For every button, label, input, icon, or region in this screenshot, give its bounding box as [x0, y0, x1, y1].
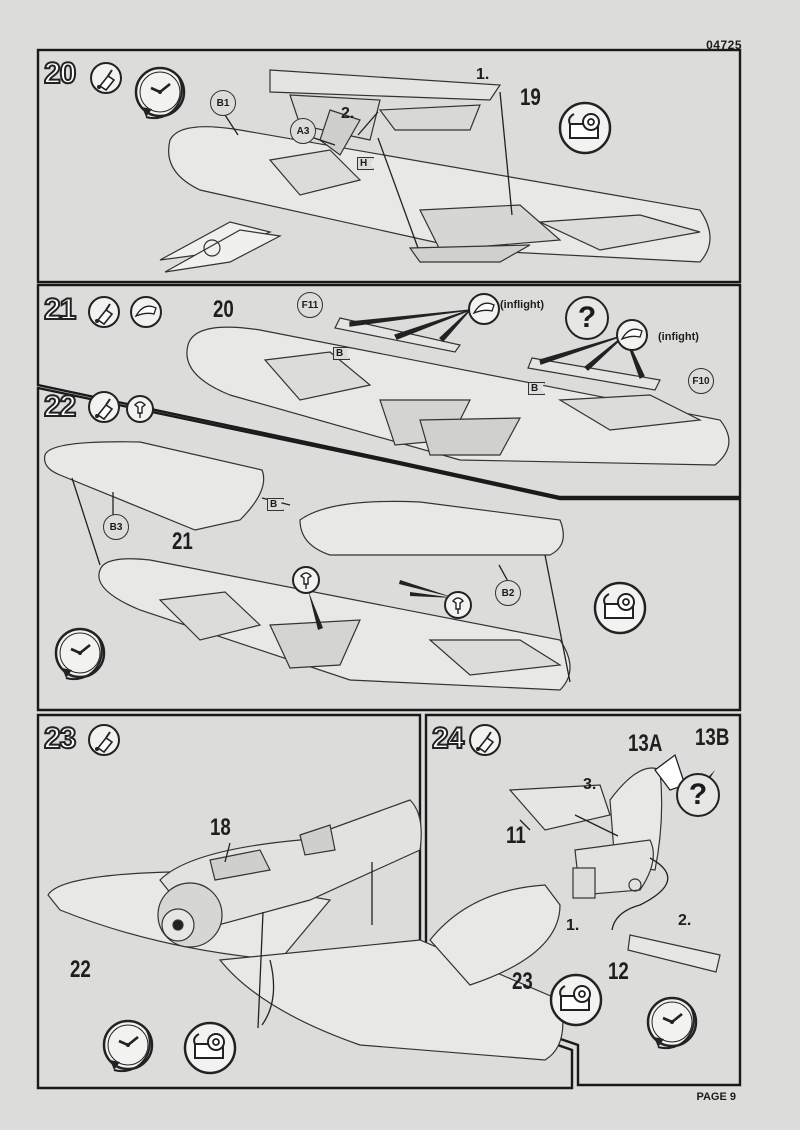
clock-icon — [646, 996, 698, 1050]
step23-frame — [36, 713, 574, 1090]
clock-icon — [54, 627, 106, 681]
callout-part-23: 23 — [512, 968, 533, 995]
paint-dot-icon — [444, 591, 472, 619]
part-tag-B2: B2 — [495, 580, 521, 606]
part-tag-A3: A3 — [290, 118, 316, 144]
optional-step-badge: ? — [565, 296, 609, 340]
callout-step24-1: 1. — [566, 917, 580, 934]
callout-part-13B: 13B — [695, 724, 730, 751]
paint-dot-icon — [126, 395, 154, 423]
step-23-number: 23 — [43, 721, 77, 756]
callout-step24-2: 2. — [678, 912, 692, 929]
part-tag-F11: F11 — [297, 292, 323, 318]
paint-dot-icon — [292, 566, 320, 594]
step-21-number: 21 — [43, 292, 77, 327]
cockpit-pilot-icon — [130, 296, 162, 328]
callout-part-21: 21 — [172, 528, 193, 555]
callout-part-11: 11 — [506, 822, 526, 849]
step-24-number: 24 — [431, 721, 465, 756]
clock-icon — [134, 66, 186, 120]
callout-part-19: 19 — [520, 84, 541, 111]
kit-code: 04725 — [706, 38, 742, 52]
part-tag-F10: F10 — [688, 368, 714, 394]
step-22-number: 22 — [43, 389, 77, 424]
callout-inflight-right: (infight) — [658, 331, 699, 343]
glue-tube-icon — [88, 724, 120, 756]
callout-step20-1: 1. — [476, 66, 490, 83]
callout-step20-2: 2. — [341, 105, 355, 122]
question-mark-icon: ? — [577, 301, 597, 334]
callout-part-12: 12 — [608, 958, 629, 985]
clock-icon — [102, 1019, 154, 1073]
tape-icon — [593, 581, 647, 635]
glue-tube-icon — [90, 62, 122, 94]
callout-inflight-left: (inflight) — [500, 299, 544, 311]
cockpit-pilot-icon — [616, 319, 648, 351]
part-tag-B3: B3 — [103, 514, 129, 540]
step-20-number: 20 — [43, 56, 77, 91]
tape-icon — [549, 973, 603, 1027]
glue-tube-icon — [88, 391, 120, 423]
glue-tube-icon — [88, 296, 120, 328]
step21-frame — [36, 283, 742, 499]
step22-frame — [36, 386, 742, 712]
callout-step24-3: 3. — [583, 776, 597, 793]
optional-step-badge-24: ? — [676, 773, 720, 817]
step20-frame — [36, 48, 742, 284]
tape-icon — [558, 101, 612, 155]
tape-icon — [183, 1021, 237, 1075]
callout-part-18: 18 — [210, 814, 231, 841]
cockpit-pilot-icon — [468, 293, 500, 325]
callout-part-22: 22 — [70, 956, 91, 983]
callout-part-20: 20 — [213, 296, 234, 323]
part-tag-B1: B1 — [210, 90, 236, 116]
question-mark-icon: ? — [688, 778, 708, 811]
callout-part-13A: 13A — [628, 730, 663, 757]
glue-tube-icon — [469, 724, 501, 756]
page-number: PAGE 9 — [696, 1091, 736, 1103]
